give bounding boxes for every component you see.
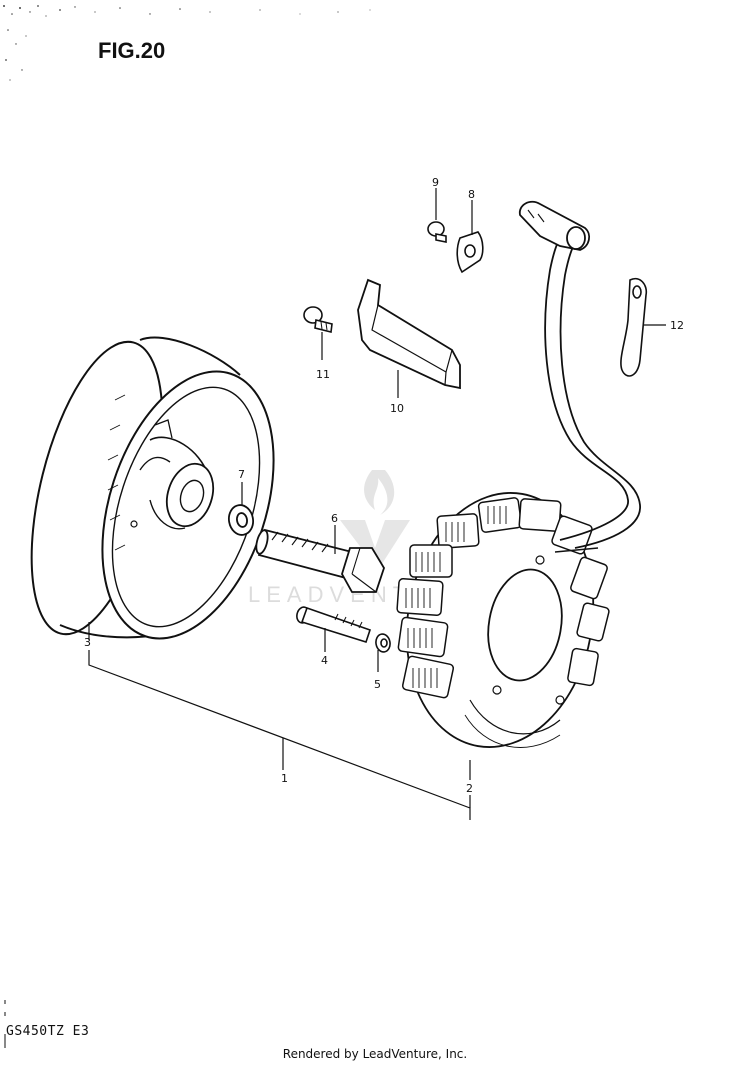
callout-3: 3 bbox=[84, 636, 91, 649]
callout-11: 11 bbox=[316, 368, 330, 381]
part-7-washer bbox=[227, 504, 255, 536]
part-3-rotor bbox=[30, 336, 275, 640]
footer-credit: Rendered by LeadVenture, Inc. bbox=[282, 1047, 468, 1061]
model-code: GS450TZ E3 bbox=[6, 1024, 90, 1039]
scan-speckle bbox=[3, 5, 371, 81]
coil-windings bbox=[405, 506, 507, 688]
figure-title: FIG.20 bbox=[98, 38, 166, 63]
callout-10: 10 bbox=[390, 402, 404, 415]
callout-2: 2 bbox=[466, 782, 473, 795]
callout-4: 4 bbox=[321, 654, 328, 667]
part-2-stator bbox=[396, 492, 610, 748]
part-12-clamp bbox=[620, 277, 648, 377]
leader-lines bbox=[88, 188, 666, 820]
part-10-cover bbox=[357, 278, 461, 390]
callout-6: 6 bbox=[331, 512, 338, 525]
part-6-bolt bbox=[255, 528, 385, 593]
callout-1: 1 bbox=[281, 772, 288, 785]
part-4-screw bbox=[296, 606, 372, 643]
callout-8: 8 bbox=[468, 188, 475, 201]
callout-7: 7 bbox=[238, 468, 245, 481]
callout-12: 12 bbox=[670, 319, 684, 332]
part-9-screw bbox=[427, 221, 447, 243]
part-8-clamp bbox=[456, 231, 484, 274]
part-11-screw bbox=[303, 306, 333, 333]
stator-wire-lead bbox=[518, 200, 641, 553]
part-5-washer bbox=[375, 633, 391, 653]
callout-9: 9 bbox=[432, 176, 439, 189]
callout-labels: 1 2 3 4 5 6 7 8 9 10 11 12 bbox=[84, 176, 684, 795]
callout-5: 5 bbox=[374, 678, 381, 691]
